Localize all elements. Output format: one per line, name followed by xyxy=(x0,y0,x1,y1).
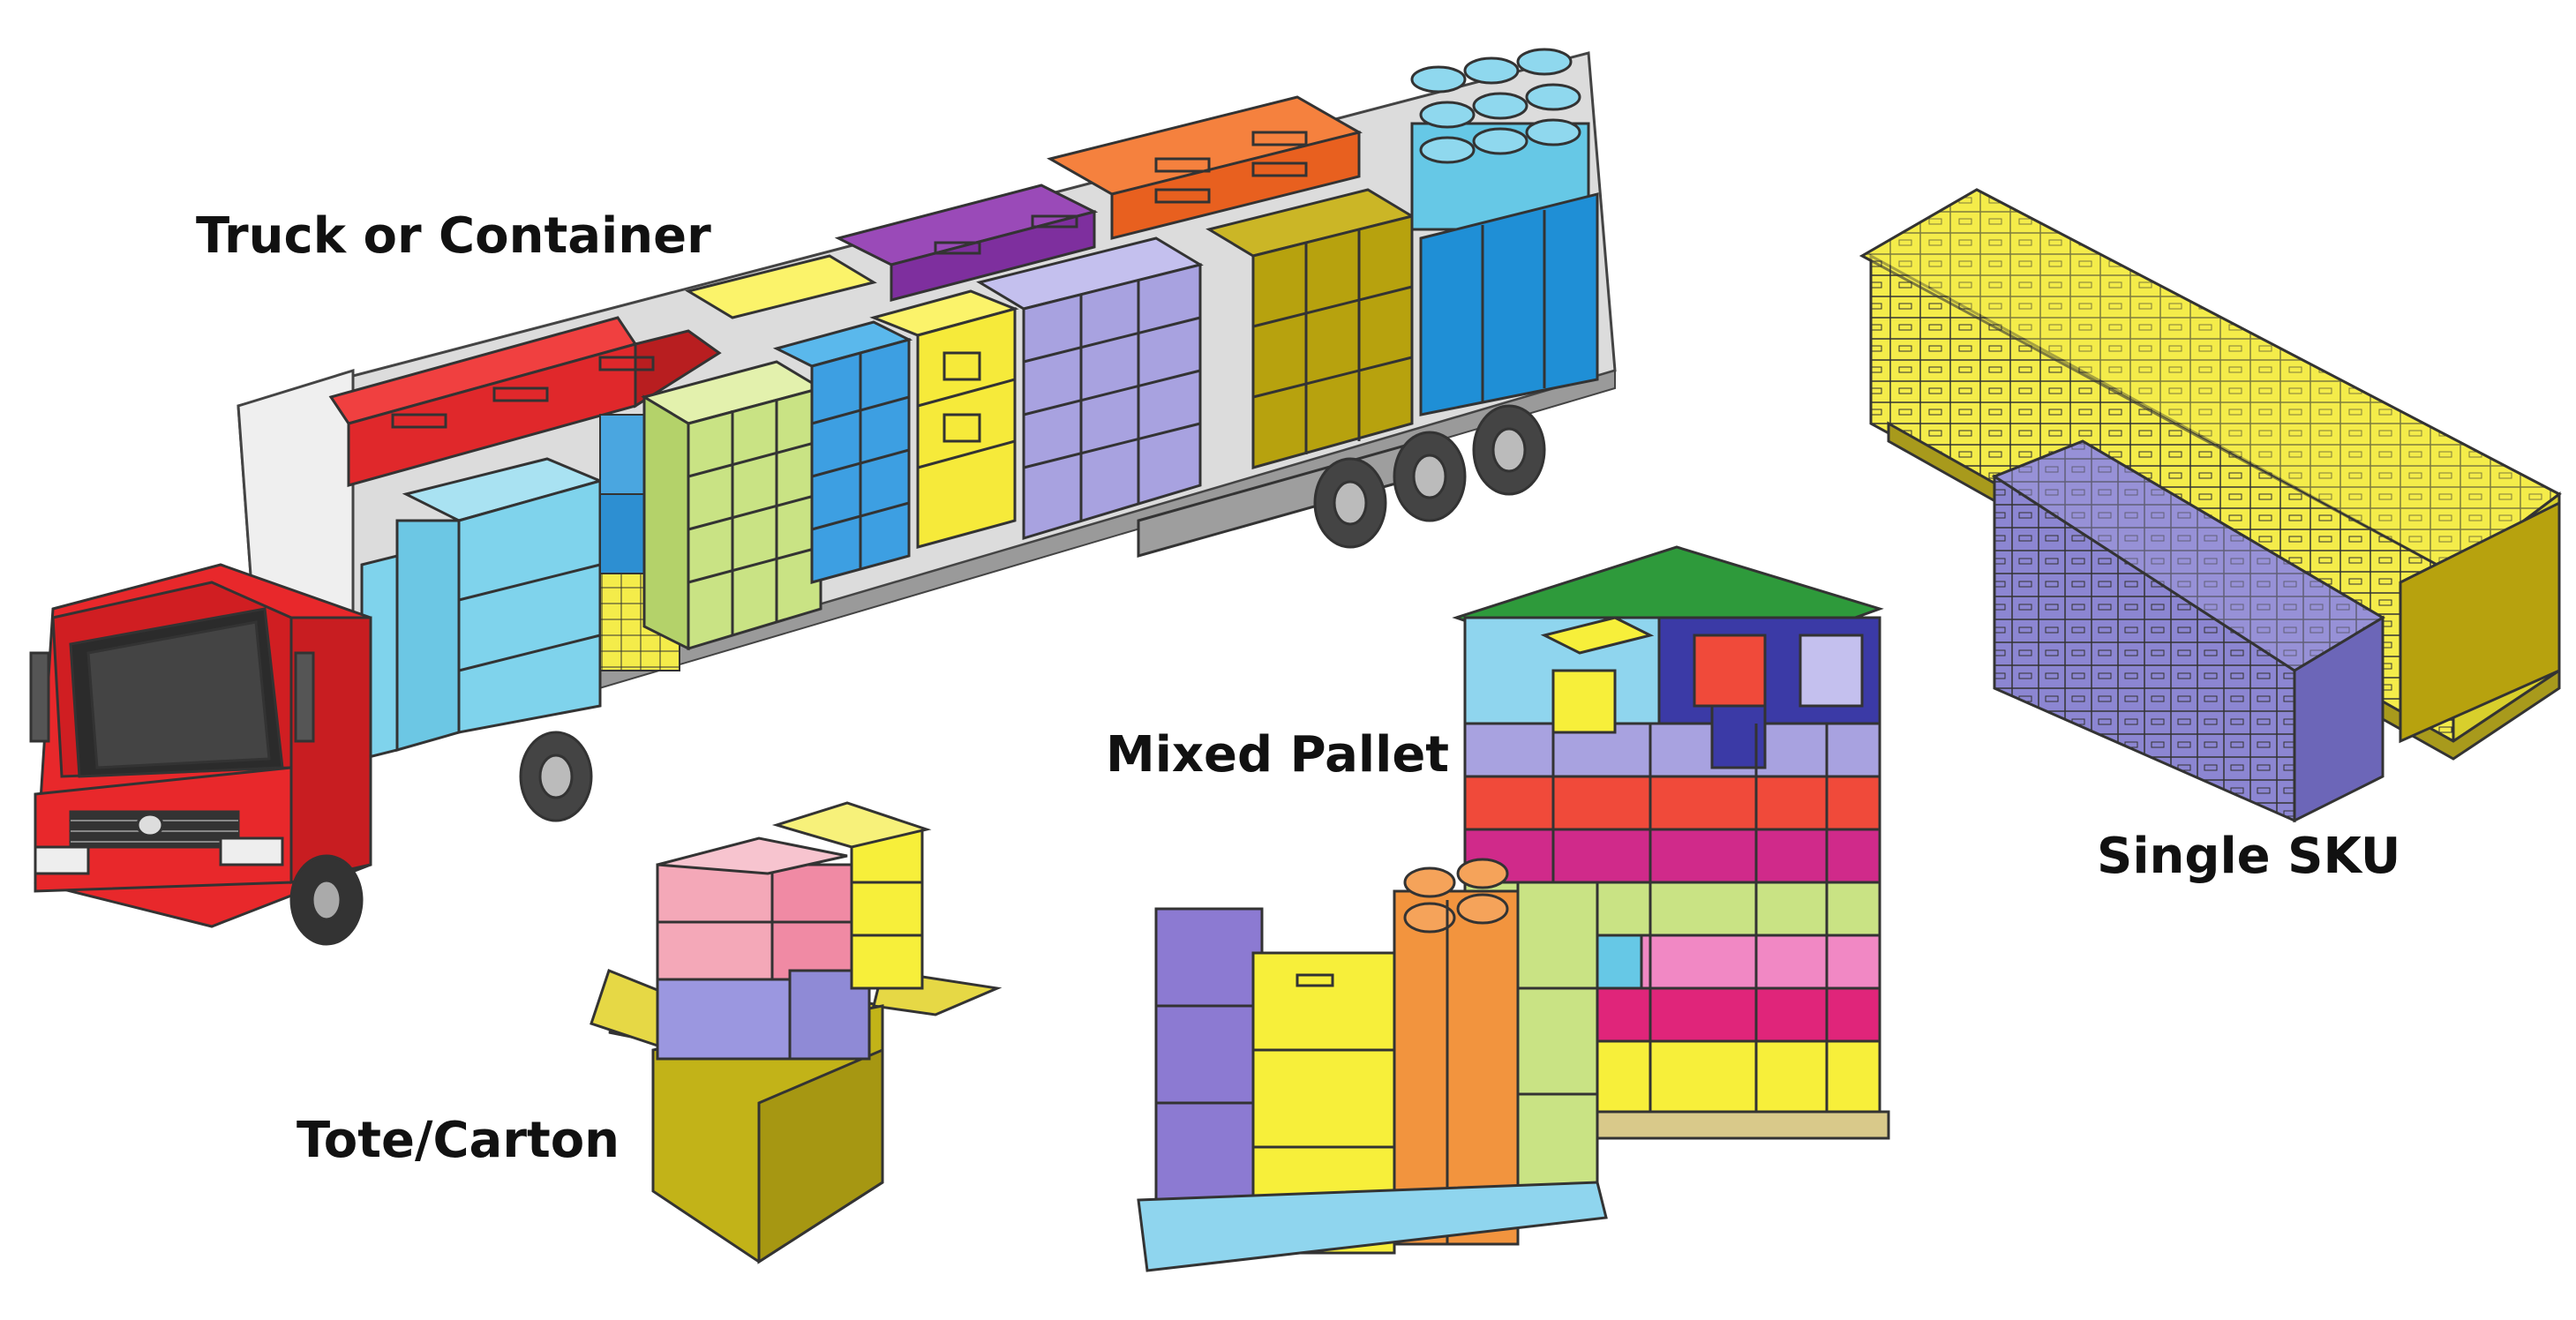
truck-cab xyxy=(31,565,371,944)
tote-carton-label: Tote/Carton xyxy=(297,1116,620,1166)
single-sku-illustration xyxy=(1862,190,2559,821)
tote-carton-illustration xyxy=(591,803,997,1262)
light-green-boxes xyxy=(644,362,821,649)
truck-or-container-label: Truck or Container xyxy=(196,212,711,261)
mixed-pallet-illustration xyxy=(1138,547,1889,1271)
single-sku-label: Single SKU xyxy=(2097,832,2400,881)
mixed-pallet-label: Mixed Pallet xyxy=(1106,731,1449,780)
